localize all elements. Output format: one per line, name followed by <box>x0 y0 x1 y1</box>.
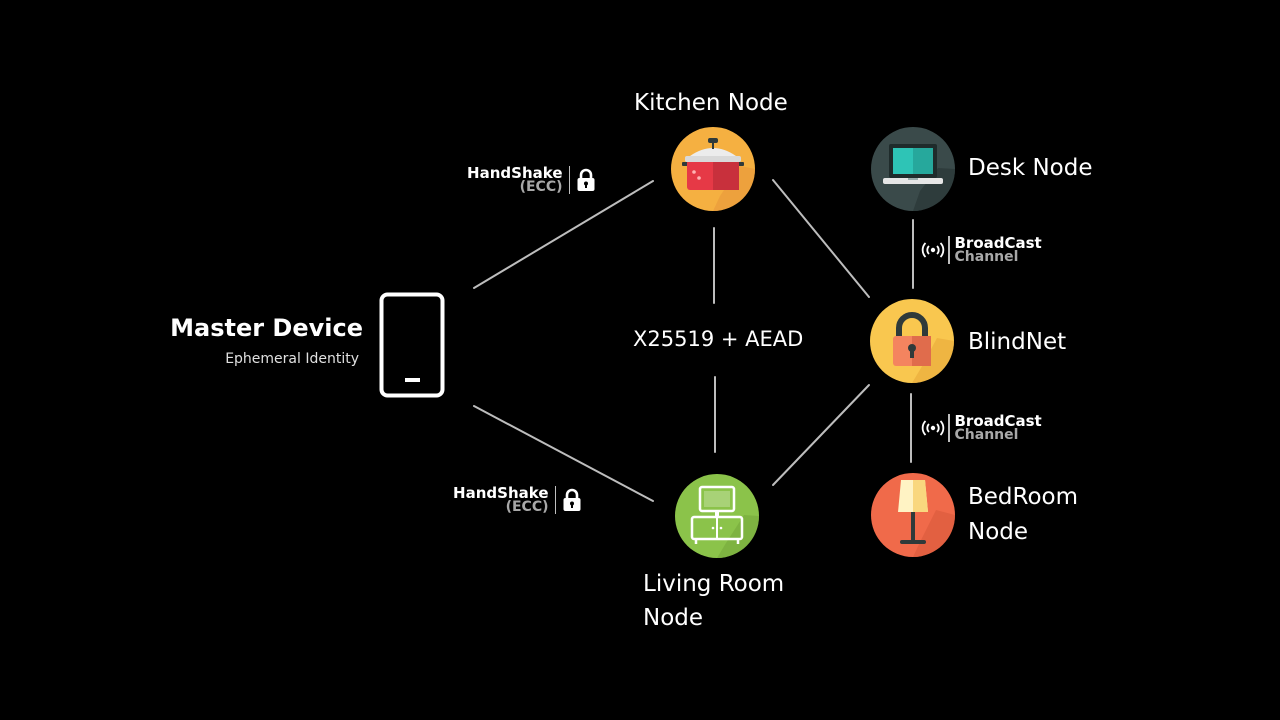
line-master-living <box>473 405 654 502</box>
tag-divider <box>554 486 556 514</box>
handshake-subtitle: (ECC) <box>519 179 563 195</box>
broadcast-title: BroadCast <box>954 234 1042 252</box>
bedroom-node-label-line2: Node <box>968 519 1029 545</box>
padlock-icon <box>870 299 954 383</box>
blindnet-label: BlindNet <box>968 329 1067 355</box>
tag-divider <box>948 414 950 442</box>
master-device-title: Master Device <box>170 314 363 342</box>
handshake-subtitle: (ECC) <box>505 499 549 515</box>
living-room-node-label-line2: Node <box>643 605 704 631</box>
lamp-icon <box>871 473 955 557</box>
tag-divider <box>568 166 570 194</box>
lock-icon <box>563 488 581 511</box>
broadcast-title: BroadCast <box>954 412 1042 430</box>
laptop-icon <box>871 127 955 211</box>
encryption-label: X25519 + AEAD <box>633 327 804 351</box>
broadcast-subtitle: Channel <box>954 249 1019 265</box>
phone-icon <box>379 292 445 398</box>
tv-cabinet-icon <box>675 474 759 558</box>
handshake-title: HandShake <box>467 164 563 182</box>
kitchen-node-label: Kitchen Node <box>634 90 788 116</box>
tag-divider <box>948 236 950 264</box>
broadcast-tag-upper: BroadCast Channel <box>921 236 1042 264</box>
master-device-subtitle: Ephemeral Identity <box>225 351 359 367</box>
line-master-kitchen <box>473 180 654 289</box>
lock-icon <box>577 168 595 191</box>
bedroom-node-label-line1: BedRoom <box>968 484 1079 510</box>
broadcast-subtitle: Channel <box>954 427 1019 443</box>
broadcast-tag-lower: BroadCast Channel <box>921 414 1042 442</box>
desk-node-label: Desk Node <box>968 155 1093 181</box>
handshake-tag-lower: HandShake (ECC) <box>453 486 582 514</box>
broadcast-icon <box>921 242 945 258</box>
living-room-node-label-line1: Living Room <box>643 571 785 597</box>
broadcast-icon <box>921 420 945 436</box>
line-living-blindnet <box>772 384 870 486</box>
line-kitchen-blindnet <box>772 179 870 298</box>
handshake-tag-upper: HandShake (ECC) <box>467 166 596 194</box>
pot-icon <box>671 127 755 211</box>
handshake-title: HandShake <box>453 484 549 502</box>
